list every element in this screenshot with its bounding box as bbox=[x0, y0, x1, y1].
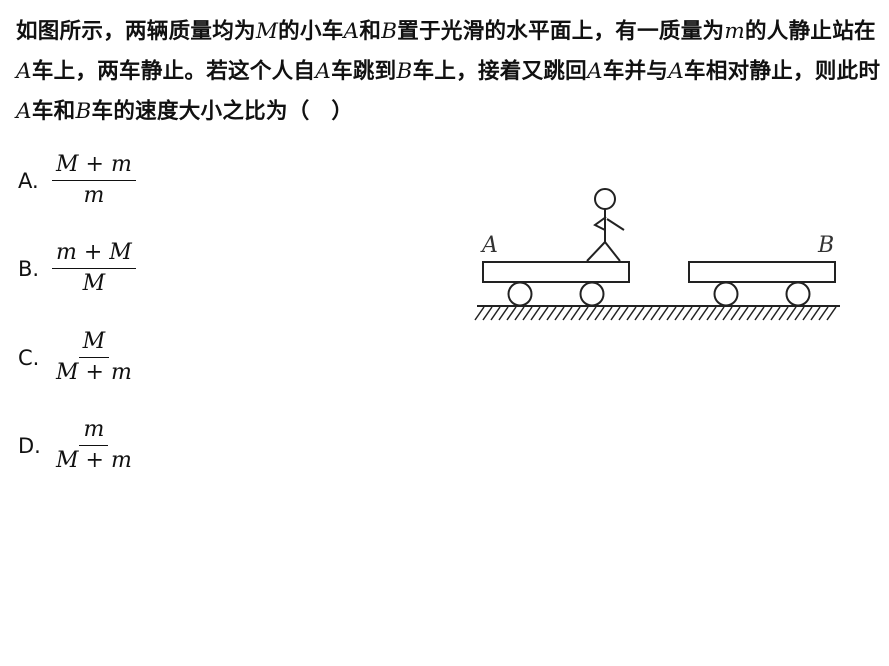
option-label: D. bbox=[18, 433, 41, 458]
person bbox=[586, 188, 625, 262]
hatch-line bbox=[522, 306, 533, 321]
hatch-line bbox=[770, 306, 781, 321]
hatch-line bbox=[794, 306, 805, 321]
hatch-line bbox=[546, 306, 557, 321]
cart-a bbox=[482, 261, 630, 283]
hatch-line bbox=[482, 306, 493, 321]
hatch-line bbox=[722, 306, 733, 321]
option-label: C. bbox=[18, 345, 40, 370]
hatch-line bbox=[634, 306, 645, 321]
wheel bbox=[507, 281, 533, 307]
wheel bbox=[579, 281, 605, 307]
hatch-line bbox=[610, 306, 621, 321]
hatch-line bbox=[474, 306, 485, 321]
hatch-line bbox=[818, 306, 829, 321]
hatch-line bbox=[562, 306, 573, 321]
ground-hatching bbox=[474, 306, 837, 321]
hatch-line bbox=[730, 306, 741, 321]
question-text: 如图所示，两辆质量均为M的小车A和B置于光滑的水平面上，有一质量为m的人静止站在… bbox=[16, 19, 881, 124]
hatch-line bbox=[666, 306, 677, 321]
hatch-line bbox=[498, 306, 509, 321]
hatch-line bbox=[786, 306, 797, 321]
cart-b bbox=[688, 261, 836, 283]
option-label: A. bbox=[18, 168, 39, 193]
hatch-line bbox=[538, 306, 549, 321]
hatch-line bbox=[714, 306, 725, 321]
hatch-line bbox=[626, 306, 637, 321]
hatch-line bbox=[674, 306, 685, 321]
wheel bbox=[785, 281, 811, 307]
label-b: B bbox=[817, 233, 834, 258]
wheel bbox=[713, 281, 739, 307]
hatch-line bbox=[826, 306, 837, 321]
hatch-line bbox=[586, 306, 597, 321]
hatch-line bbox=[642, 306, 653, 321]
hatch-line bbox=[618, 306, 629, 321]
hatch-line bbox=[746, 306, 757, 321]
hatch-line bbox=[802, 306, 813, 321]
hatch-line bbox=[778, 306, 789, 321]
hatch-line bbox=[602, 306, 613, 321]
hatch-line bbox=[658, 306, 669, 321]
hatch-line bbox=[682, 306, 693, 321]
hatch-line bbox=[490, 306, 501, 321]
hatch-line bbox=[506, 306, 517, 321]
hatch-line bbox=[578, 306, 589, 321]
hatch-line bbox=[514, 306, 525, 321]
hatch-line bbox=[650, 306, 661, 321]
hatch-line bbox=[530, 306, 541, 321]
hatch-line bbox=[738, 306, 749, 321]
hatch-line bbox=[762, 306, 773, 321]
hatch-line bbox=[690, 306, 701, 321]
option-label: B. bbox=[18, 256, 40, 281]
hatch-line bbox=[698, 306, 709, 321]
hatch-line bbox=[706, 306, 717, 321]
hatch-line bbox=[810, 306, 821, 321]
hatch-line bbox=[754, 306, 765, 321]
label-a: A bbox=[480, 233, 498, 258]
hatch-line bbox=[570, 306, 581, 321]
hatch-line bbox=[594, 306, 605, 321]
hatch-line bbox=[554, 306, 565, 321]
